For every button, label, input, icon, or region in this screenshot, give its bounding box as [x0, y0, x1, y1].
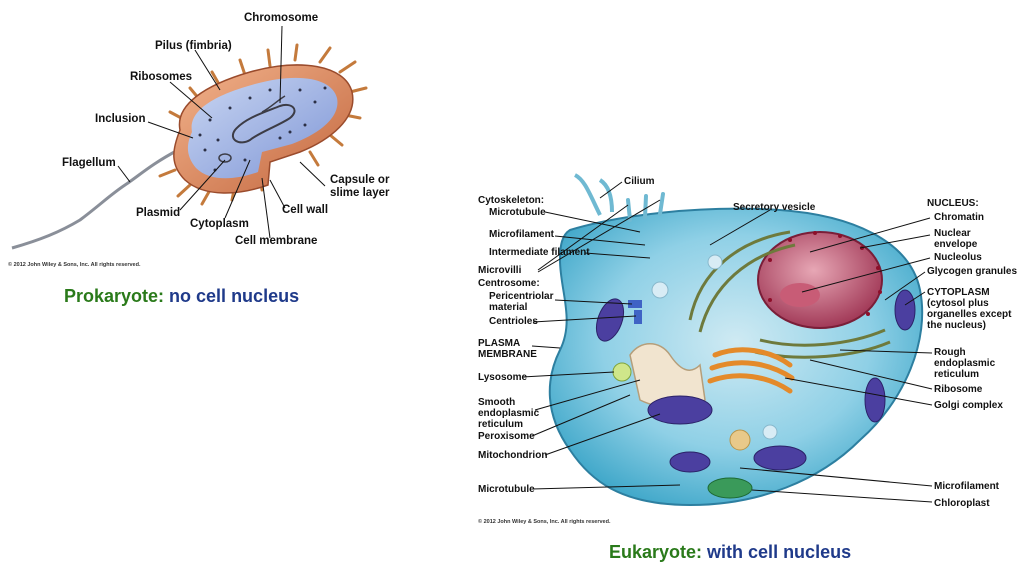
prokaryote-caption-term: Prokaryote: — [64, 286, 165, 306]
label-nucleolus: Nucleolus — [934, 252, 982, 263]
label-nuclear-envelope: Nuclear envelope — [934, 228, 978, 250]
eukaryote-leader-lines — [521, 181, 933, 503]
centrioles-shape — [628, 300, 642, 324]
label-microvilli: Microvilli — [478, 265, 522, 276]
label-cell-wall: Cell wall — [282, 204, 329, 216]
prokaryote-leader-lines — [117, 25, 326, 239]
label-glycogen-granules: Glycogen granules — [927, 266, 1018, 277]
label-ribosome: Ribosome — [934, 384, 983, 395]
label-golgi-complex: Golgi complex — [934, 400, 1003, 411]
cilium-shape — [573, 173, 614, 216]
chloroplast-shape — [707, 477, 753, 499]
ribosome-dots — [198, 86, 327, 172]
label-centrioles: Centrioles — [489, 316, 538, 327]
eukaryote-caption-term: Eukaryote: — [609, 542, 703, 562]
label-chloroplast: Chloroplast — [934, 498, 990, 509]
prokaryote-caption-desc: no cell nucleus — [164, 286, 300, 306]
label-nucleus: NUCLEUS: — [927, 198, 979, 209]
label-smooth-er: Smooth endoplasmic reticulum — [478, 397, 540, 430]
label-lysosome: Lysosome — [478, 372, 528, 383]
label-chromosome: Chromosome — [244, 12, 319, 24]
label-chromatin: Chromatin — [934, 212, 984, 223]
label-plasma-membrane: PLASMA MEMBRANE — [478, 338, 537, 360]
label-flagellum: Flagellum — [62, 157, 116, 169]
prokaryote-illustration — [11, 25, 368, 250]
label-pericentriolar: Pericentriolar material — [489, 291, 554, 313]
label-intermediate-filament: Intermediate filament — [489, 247, 590, 258]
label-plasmid: Plasmid — [136, 207, 181, 219]
lysosome-shape — [612, 362, 632, 382]
eukaryote-illustration — [521, 173, 933, 507]
prokaryote-caption: Prokaryote: no cell nucleus — [64, 286, 299, 307]
label-microtubule-bottom: Microtubule — [478, 484, 535, 495]
microvilli-shape — [626, 192, 665, 222]
flagellum-shape — [11, 148, 179, 250]
prokaryote-copyright: © 2012 John Wiley & Sons, Inc. All right… — [8, 262, 141, 268]
mitochondrion-shape — [647, 395, 713, 425]
label-cytoskeleton: Cytoskeleton: — [478, 195, 545, 206]
label-microfilament-bottom: Microfilament — [934, 481, 1000, 492]
label-inclusion: Inclusion — [95, 113, 146, 125]
label-secretory-vesicle: Secretory vesicle — [733, 202, 816, 213]
label-ribosomes: Ribosomes — [130, 71, 192, 83]
label-rough-er: Rough endoplasmic reticulum — [934, 347, 996, 380]
eukaryote-caption-desc: with cell nucleus — [702, 542, 852, 562]
nucleolus-shape — [780, 283, 820, 307]
label-cell-membrane: Cell membrane — [235, 235, 318, 247]
label-peroxisome: Peroxisome — [478, 431, 535, 442]
golgi-shape — [707, 347, 795, 394]
label-capsule: Capsule or slime layer — [330, 174, 390, 199]
label-mitochondrion: Mitochondrion — [478, 450, 548, 461]
plasmid-shape — [218, 153, 232, 163]
label-centrosome: Centrosome: — [478, 278, 540, 289]
label-pilus: Pilus (fimbria) — [155, 40, 232, 52]
label-microtubule-top: Microtubule — [489, 207, 546, 218]
label-cilium: Cilium — [624, 176, 655, 187]
eukaryote-copyright: © 2012 John Wiley & Sons, Inc. All right… — [478, 519, 611, 525]
chromosome-shape — [231, 104, 296, 144]
nucleus-shape — [757, 231, 883, 329]
eukaryote-caption: Eukaryote: with cell nucleus — [609, 542, 851, 563]
nuclear-pores — [768, 231, 882, 316]
label-cytoplasm-eukaryote: CYTOPLASM (cytosol plus organelles excep… — [927, 287, 1012, 331]
cytoplasm-shape — [187, 77, 338, 179]
label-cytoplasm: Cytoplasm — [190, 218, 249, 230]
label-microfilament-top: Microfilament — [489, 229, 555, 240]
